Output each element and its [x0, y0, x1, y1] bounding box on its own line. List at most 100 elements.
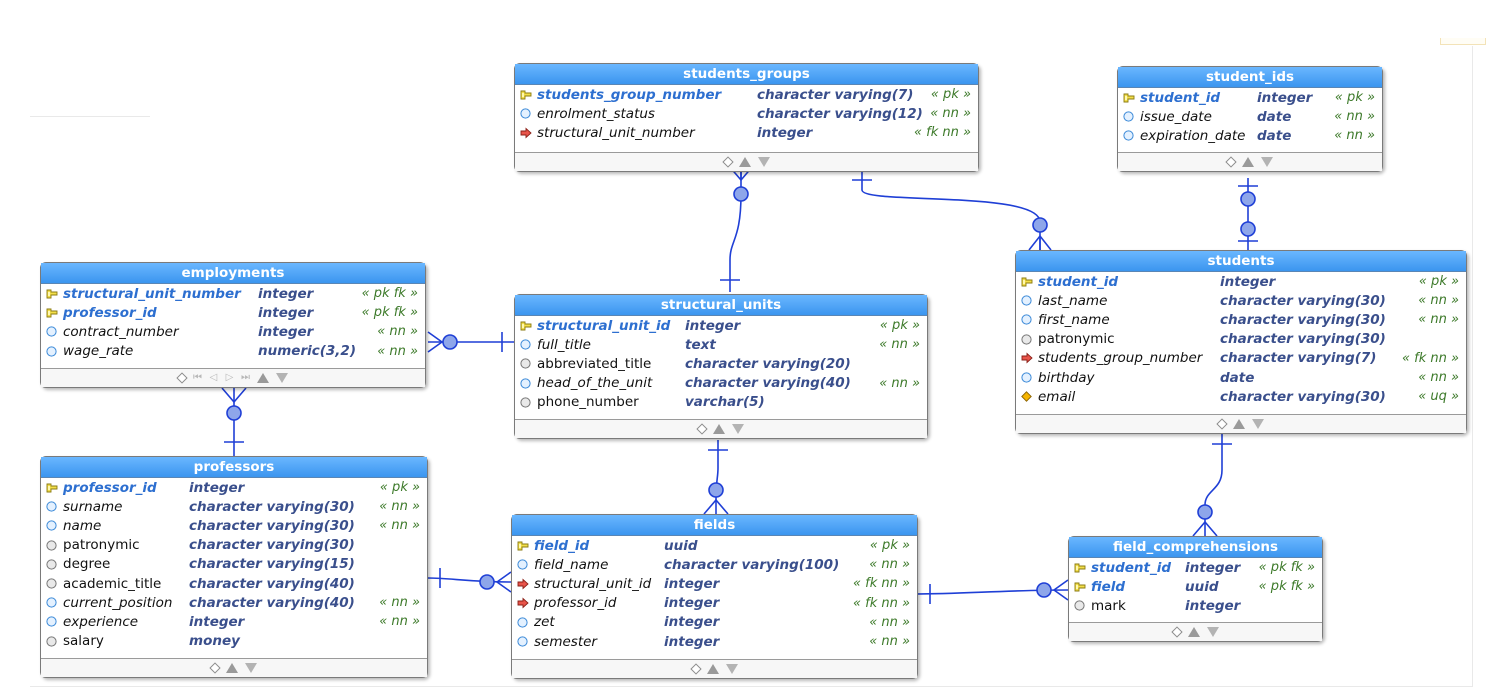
not-null-icon	[46, 501, 57, 512]
column-type: character varying(30)	[189, 517, 355, 534]
expand-up-icon[interactable]	[738, 157, 751, 167]
expand-up-icon[interactable]	[226, 663, 238, 673]
table-title[interactable]: employments	[41, 263, 425, 284]
expand-up-icon[interactable]	[706, 664, 719, 674]
column-type: character varying(30)	[1220, 388, 1386, 405]
crowfoot-employments-bottom	[221, 387, 247, 404]
column-constraint: « pk »	[1334, 90, 1375, 106]
collapse-down-icon[interactable]	[1206, 627, 1219, 637]
not-null-icon	[46, 346, 57, 357]
table-title[interactable]: students	[1016, 251, 1466, 272]
table-title[interactable]: student_ids	[1118, 67, 1382, 88]
table-title[interactable]: students_groups	[515, 64, 978, 85]
column-name: surname	[63, 498, 123, 515]
nullable-icon	[520, 397, 531, 408]
collapse-down-icon[interactable]	[245, 663, 257, 673]
table-title[interactable]: professors	[41, 457, 427, 478]
previous-page-icon[interactable]: ◁	[209, 372, 218, 383]
table-title[interactable]: field_comprehensions	[1069, 537, 1322, 558]
collapse-down-icon[interactable]	[1252, 419, 1264, 429]
next-page-icon[interactable]: ▷	[225, 372, 234, 383]
collapse-diamond-icon[interactable]	[696, 423, 708, 435]
table-title[interactable]: structural_units	[515, 295, 927, 316]
column-constraint: « nn »	[379, 595, 420, 611]
collapse-down-icon[interactable]	[1261, 157, 1273, 167]
collapse-diamond-icon[interactable]	[1216, 418, 1228, 430]
expand-up-icon[interactable]	[1233, 419, 1245, 429]
column-name: student_id	[1140, 89, 1221, 106]
first-page-icon[interactable]: ⏮	[193, 372, 202, 383]
last-page-icon[interactable]: ⏭	[241, 372, 250, 383]
table-title[interactable]: fields	[512, 515, 917, 536]
collapse-diamond-icon[interactable]	[1225, 156, 1237, 168]
column-constraint: « uq »	[1418, 389, 1459, 405]
not-null-icon	[1123, 111, 1134, 122]
collapse-diamond-icon[interactable]	[176, 372, 188, 384]
collapse-diamond-icon[interactable]	[209, 662, 221, 674]
collapse-down-icon[interactable]	[276, 373, 288, 383]
collapse-down-icon[interactable]	[725, 664, 738, 674]
expand-up-icon[interactable]	[713, 424, 725, 434]
expand-up-icon[interactable]	[1187, 627, 1200, 637]
collapse-down-icon[interactable]	[732, 424, 744, 434]
expand-up-icon[interactable]	[1242, 157, 1254, 167]
collapse-diamond-icon[interactable]	[721, 156, 734, 168]
column-name: field	[1091, 578, 1126, 595]
collapse-down-icon[interactable]	[757, 157, 770, 167]
expand-up-icon[interactable]	[257, 373, 269, 383]
column-constraint: « nn »	[1334, 128, 1375, 144]
not-null-icon	[46, 616, 57, 628]
collapse-diamond-icon[interactable]	[1170, 626, 1183, 638]
collapse-diamond-icon[interactable]	[689, 663, 702, 675]
